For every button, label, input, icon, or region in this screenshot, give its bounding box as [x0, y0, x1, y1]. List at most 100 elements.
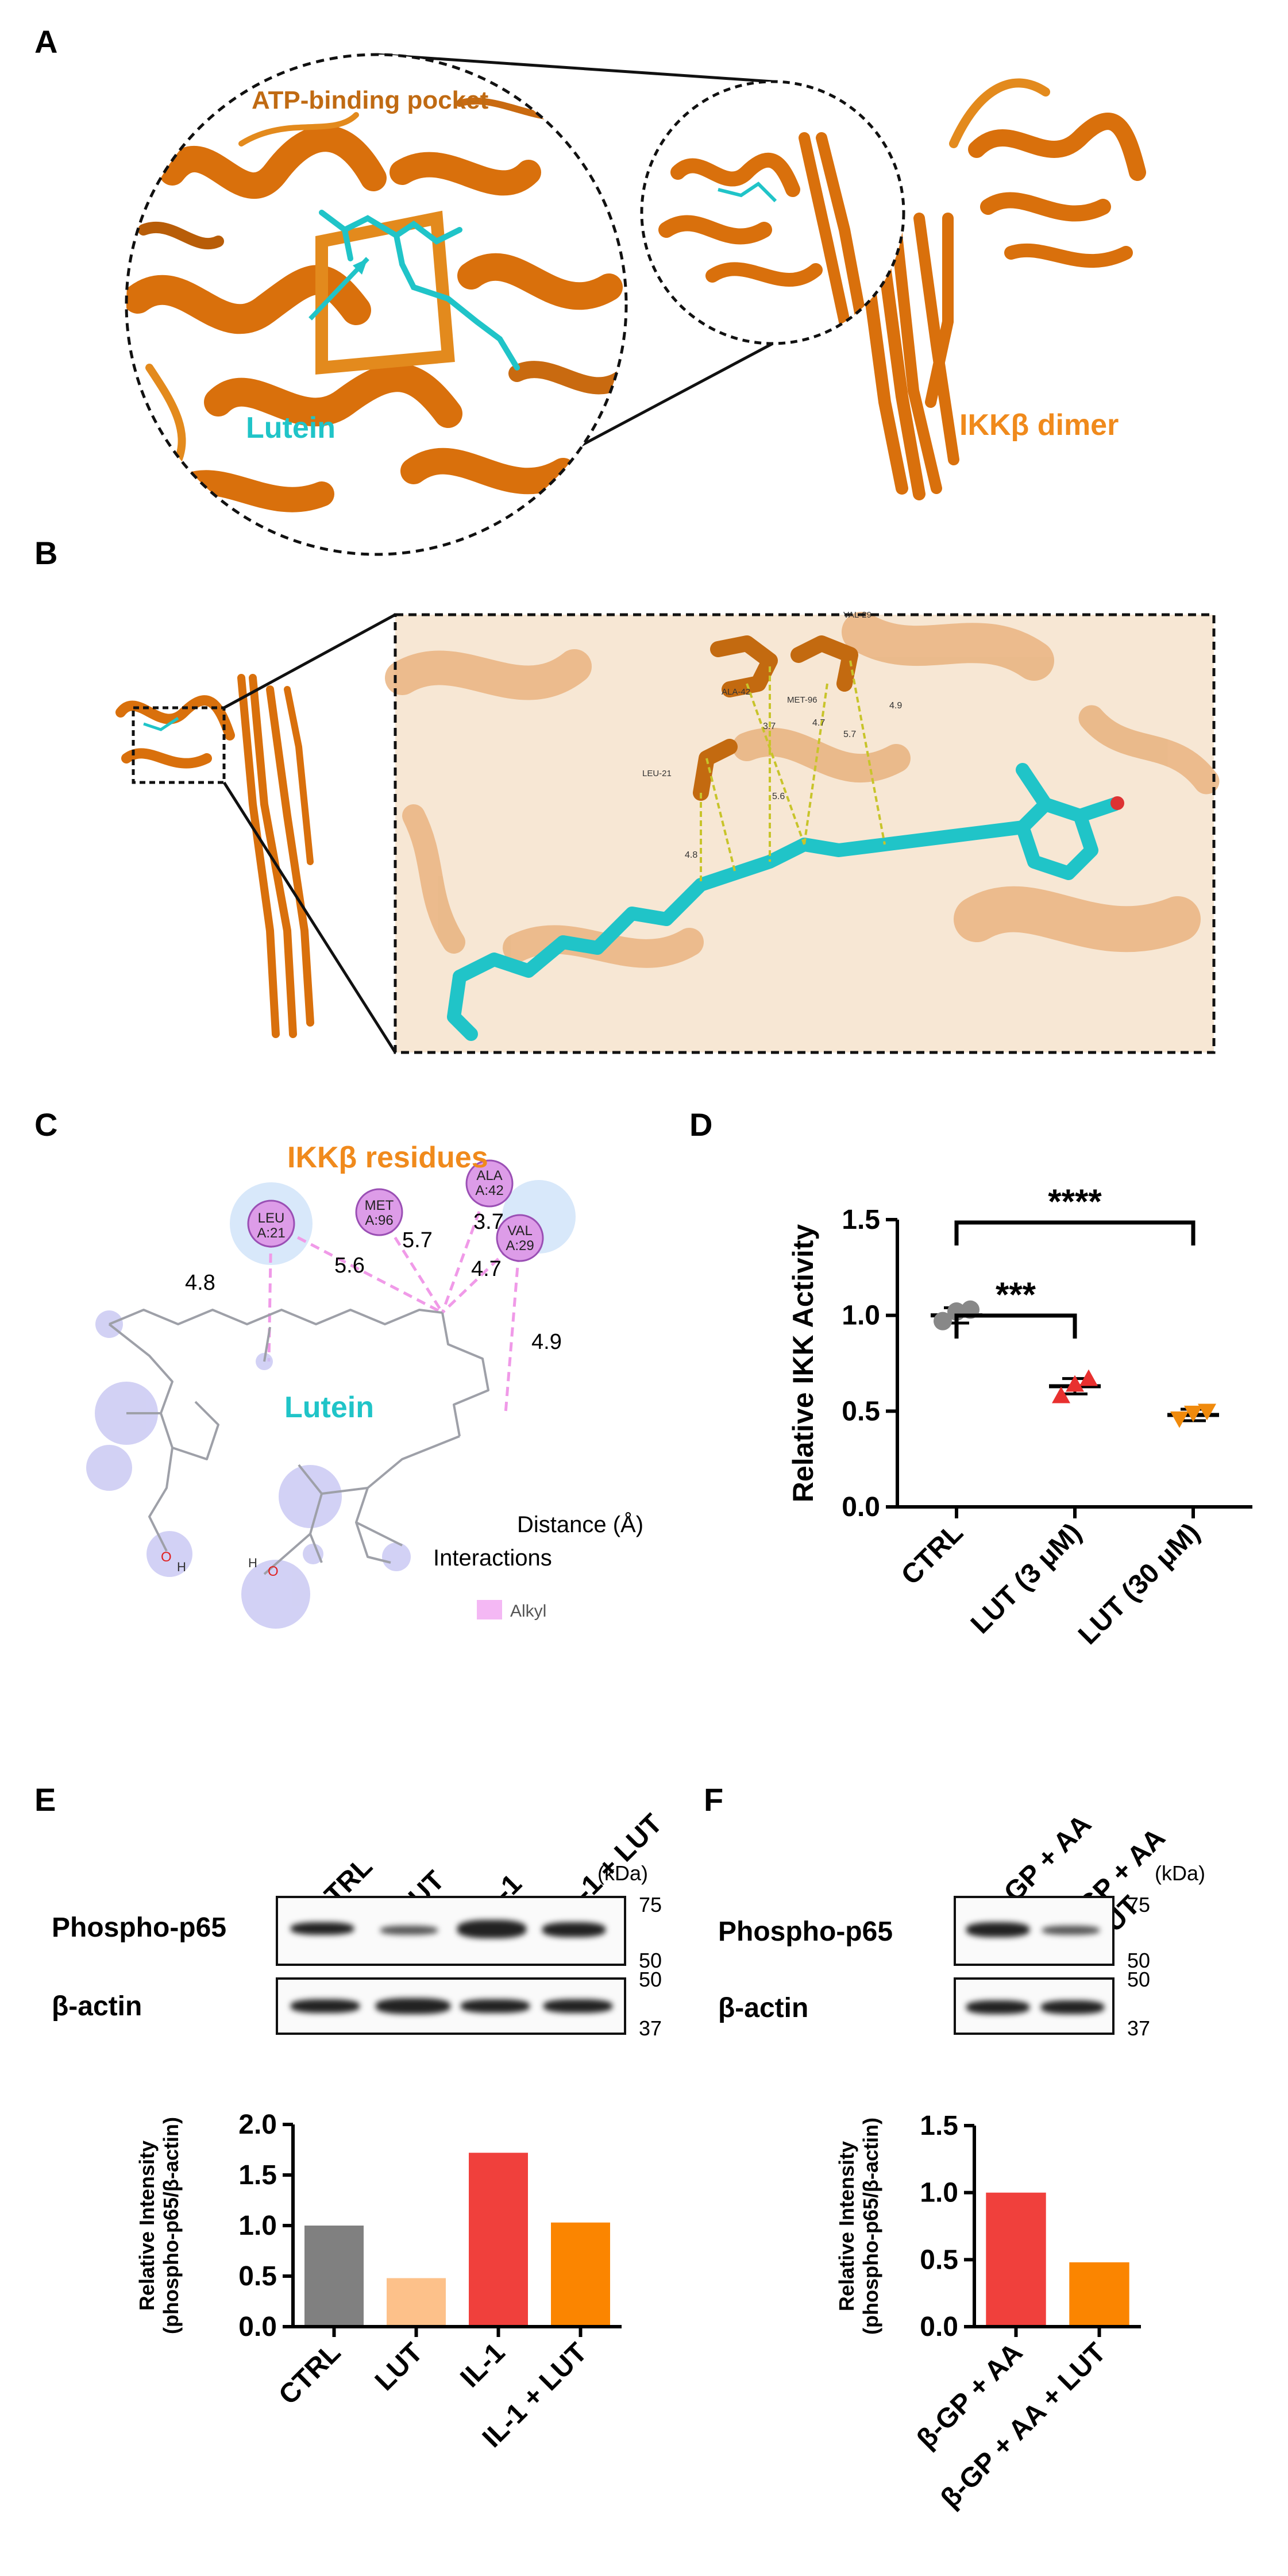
residue-label-met96: MET-96	[787, 695, 817, 705]
residue-val29-id: A:29	[506, 1238, 534, 1254]
distance-b-2: 4.7	[812, 718, 826, 728]
marker-f-37: 37	[1127, 2016, 1151, 2040]
h-atom-2: H	[248, 1556, 257, 1570]
f-ytick-label: 0.0	[920, 2312, 958, 2342]
residue-met96: MET A:96	[362, 1198, 396, 1228]
residue-leu21-id: A:21	[257, 1225, 286, 1241]
panel-label-d: D	[689, 1106, 713, 1143]
distance-b-6: 4.8	[685, 850, 698, 860]
residue-ala42: ALA A:42	[472, 1169, 507, 1198]
alkyl-legend-swatch	[477, 1600, 502, 1619]
d-ytick-label: 0.5	[842, 1396, 880, 1426]
f-ytick-label: 0.5	[920, 2245, 958, 2275]
d-point	[934, 1312, 952, 1331]
distance-b-4: 4.9	[889, 701, 903, 711]
alkyl-legend-label: Alkyl	[510, 1602, 547, 1621]
f-ytick-label: 1.5	[920, 2111, 958, 2141]
panel-label-e: E	[34, 1781, 56, 1818]
distance-c-5: 4.7	[471, 1257, 502, 1281]
d-significance-bracket	[954, 1220, 1196, 1245]
beta-actin-blot-f	[954, 1977, 1115, 2035]
phospho-p65-blot-f	[954, 1896, 1115, 1966]
d-point	[1184, 1405, 1202, 1422]
beta-actin-blot-e	[276, 1977, 626, 2035]
blot1-label-e: Phospho-p65	[52, 1912, 227, 1943]
residue-val29-name: VAL	[507, 1223, 533, 1239]
marker-e-50b: 50	[639, 1968, 662, 1991]
residue-met96-name: MET	[364, 1198, 394, 1213]
distance-c-2: 5.6	[334, 1254, 365, 1278]
f-ytick-label: 1.0	[920, 2178, 958, 2208]
marker-f-75: 75	[1127, 1893, 1151, 1916]
marker-f-50a: 50	[1127, 1949, 1151, 1972]
d-significance-bracket	[954, 1313, 1077, 1339]
d-ytick-label: 1.0	[842, 1301, 880, 1331]
residue-val29: VAL A:29	[503, 1224, 537, 1254]
distance-c-3: 5.7	[402, 1228, 433, 1252]
d-ytick-label: 1.5	[842, 1205, 880, 1235]
residue-label-ala42: ALA-42	[722, 687, 751, 697]
e-ytick-label: 0.0	[238, 2312, 277, 2342]
panel-a-figure	[125, 53, 1146, 556]
h-atom-1: H	[177, 1560, 186, 1574]
d-point	[1198, 1403, 1216, 1421]
residue-met96-id: A:96	[365, 1213, 394, 1228]
ikk-dimer-label: IKKβ dimer	[959, 408, 1119, 442]
e-bar	[469, 2153, 528, 2327]
blot2-label-f: β-actin	[718, 1993, 809, 2023]
atp-pocket-label: ATP-binding pocket	[252, 86, 489, 114]
zoom-circle-large	[125, 53, 628, 556]
panel-label-c: C	[34, 1106, 58, 1143]
e-ytick-label: 2.0	[238, 2110, 277, 2140]
residue-ala42-name: ALA	[476, 1168, 503, 1183]
e-ytick-label: 1.0	[238, 2211, 277, 2241]
d-ylabel: Relative IKK Activity	[787, 1224, 819, 1503]
marker-e-75: 75	[639, 1893, 662, 1916]
marker-f-50b: 50	[1127, 1968, 1151, 1991]
e-ytick-label: 1.5	[238, 2160, 277, 2191]
f-ylabel: (phospho-p65/β-actin)	[859, 2118, 882, 2335]
panel-label-a: A	[34, 24, 58, 60]
oh-atom-2: O	[268, 1564, 279, 1579]
residues-title: IKKβ residues	[287, 1141, 488, 1174]
phospho-p65-blot-e	[276, 1896, 626, 1966]
zoom-circle-small	[640, 80, 905, 345]
oh-atom-1: O	[161, 1549, 172, 1565]
d-point	[1170, 1411, 1189, 1428]
panel-label-b: B	[34, 535, 58, 571]
e-bar	[304, 2226, 364, 2327]
panel-c-diagram	[86, 1159, 576, 1629]
e-bar	[387, 2278, 446, 2327]
interactions-legend-label: Interactions	[433, 1545, 552, 1571]
e-ylabel: (phospho-p65/β-actin)	[159, 2117, 183, 2334]
d-ytick-label: 0.0	[842, 1492, 880, 1522]
zoom-box-small	[132, 706, 226, 784]
distance-b-5: 5.6	[772, 792, 785, 801]
blot2-label-e: β-actin	[52, 1991, 142, 2022]
kda-label-f: (kDa)	[1155, 1861, 1205, 1885]
residue-leu21-name: LEU	[257, 1210, 285, 1226]
f-ylabel: Relative Intensity	[835, 2141, 858, 2311]
f-bar	[986, 2192, 1046, 2327]
blot1-label-f: Phospho-p65	[718, 1916, 893, 1947]
panel-label-f: F	[704, 1781, 724, 1818]
distance-legend-label: Distance (Å)	[517, 1512, 644, 1537]
lutein-label-a: Lutein	[246, 411, 336, 445]
distance-b-3: 5.7	[843, 730, 857, 739]
d-point	[1052, 1386, 1070, 1403]
marker-e-50a: 50	[639, 1949, 662, 1972]
distance-c-1: 4.8	[185, 1271, 215, 1295]
residue-leu21: LEU A:21	[254, 1211, 288, 1241]
d-significance-label: ****	[1048, 1182, 1102, 1221]
marker-e-37: 37	[639, 2016, 662, 2040]
distance-b-1: 3.7	[763, 722, 776, 731]
f-bar	[1069, 2262, 1129, 2327]
e-bar	[551, 2222, 610, 2327]
e-ylabel: Relative Intensity	[135, 2141, 159, 2311]
kda-label-e: (kDa)	[597, 1861, 648, 1885]
residue-label-leu21: LEU-21	[642, 769, 672, 778]
residue-ala42-id: A:42	[475, 1183, 504, 1198]
